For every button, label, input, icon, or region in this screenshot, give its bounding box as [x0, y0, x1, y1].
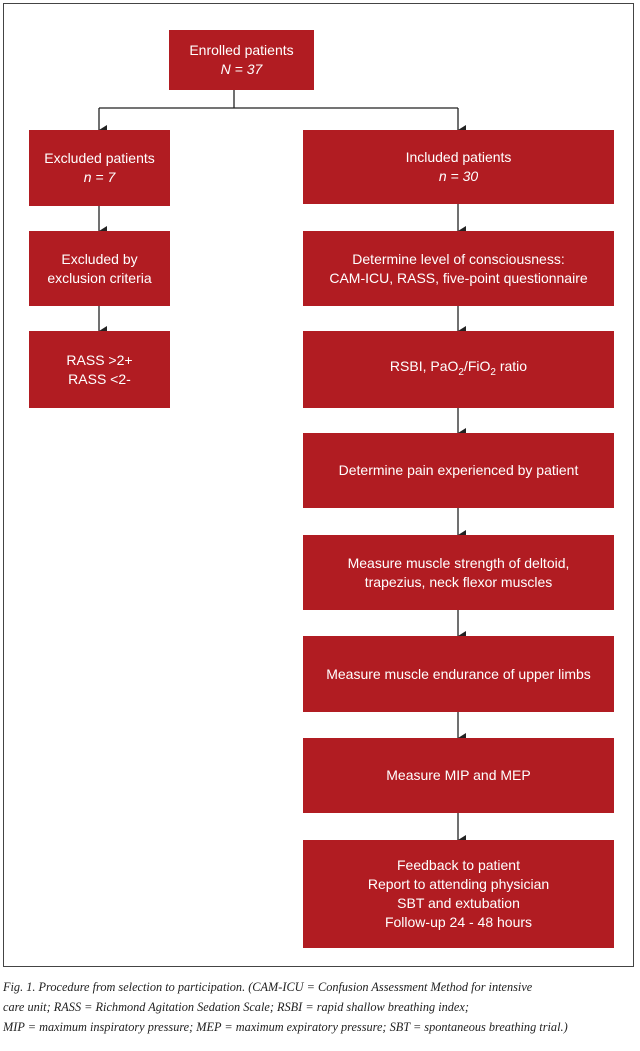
rsbi-text: RSBI, PaO2/FiO2 ratio [389, 358, 528, 378]
excluded-count: n = 7 [83, 169, 116, 185]
feedback-line2: Report to attending physician [367, 876, 550, 892]
feedback-box: Feedback to patient Report to attending … [303, 840, 614, 948]
feedback-line3: SBT and extubation [397, 895, 520, 911]
rass-box: RASS >2+ RASS <2- [29, 331, 170, 408]
exclusion-criteria-line2: exclusion criteria [47, 269, 152, 286]
muscle-endurance-box: Measure muscle endurance of upper limbs [303, 636, 614, 712]
muscle-strength-box: Measure muscle strength of deltoid, trap… [303, 535, 614, 610]
enrolled-patients-box: Enrolled patients N = 37 [169, 30, 314, 90]
caption-line2: care unit; RASS = Richmond Agitation Sed… [3, 1000, 469, 1014]
included-title: Included patients [405, 149, 512, 165]
rass-line2: RASS <2- [68, 370, 131, 387]
diagram-frame [3, 3, 634, 967]
caption-line3: MIP = maximum inspiratory pressure; MEP … [3, 1020, 568, 1034]
excluded-title: Excluded patients [44, 150, 155, 166]
strength-line2: trapezius, neck flexor muscles [364, 573, 553, 590]
consciousness-line2: CAM-ICU, RASS, five-point questionnaire [329, 269, 588, 286]
consciousness-box: Determine level of consciousness: CAM-IC… [303, 231, 614, 306]
strength-line1: Measure muscle strength of deltoid, [347, 554, 570, 571]
rass-line1: RASS >2+ [66, 351, 133, 368]
feedback-line4: Follow-up 24 - 48 hours [384, 914, 533, 930]
excluded-patients-box: Excluded patients n = 7 [29, 130, 170, 206]
mip-text: Measure MIP and MEP [386, 767, 531, 783]
included-patients-box: Included patients n = 30 [303, 130, 614, 204]
connector-arrows [98, 90, 466, 845]
pain-text: Determine pain experienced by patient [338, 462, 579, 478]
enrolled-title: Enrolled patients [189, 42, 294, 58]
consciousness-line1: Determine level of consciousness: [352, 250, 565, 267]
exclusion-criteria-box: Excluded by exclusion criteria [29, 231, 170, 306]
mip-mep-box: Measure MIP and MEP [303, 738, 614, 813]
included-count: n = 30 [438, 168, 479, 184]
enrolled-count: N = 37 [220, 61, 263, 77]
endurance-text: Measure muscle endurance of upper limbs [326, 665, 591, 682]
pain-box: Determine pain experienced by patient [303, 433, 614, 508]
exclusion-criteria-line1: Excluded by [61, 250, 138, 267]
feedback-line1: Feedback to patient [397, 857, 520, 873]
figure-caption: Fig. 1. Procedure from selection to part… [3, 977, 635, 1037]
rsbi-box: RSBI, PaO2/FiO2 ratio [303, 331, 614, 408]
caption-line1: Fig. 1. Procedure from selection to part… [3, 980, 533, 994]
